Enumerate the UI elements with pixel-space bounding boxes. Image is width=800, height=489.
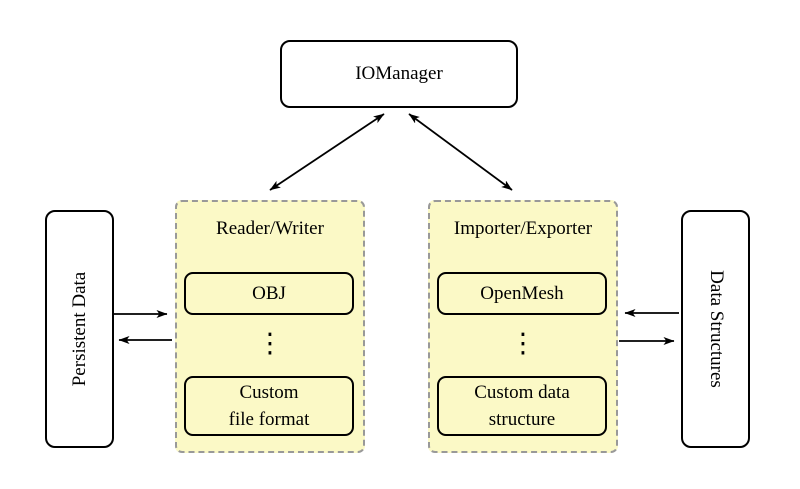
obj-node: OBJ — [184, 272, 354, 315]
openmesh-node: OpenMesh — [437, 272, 607, 315]
importer-exporter-panel: Importer/Exporter OpenMesh ⋮ Custom data… — [428, 200, 618, 453]
vertical-ellipsis-icon: ⋮ — [509, 328, 537, 359]
reader-writer-panel: Reader/Writer OBJ ⋮ Custom file format — [175, 200, 365, 453]
obj-label: OBJ — [252, 283, 286, 304]
iomanager-node: IOManager — [280, 40, 518, 108]
openmesh-label: OpenMesh — [480, 283, 564, 304]
data-structures-label: Data Structures — [705, 270, 727, 388]
custom-data-structure-label: Custom data structure — [474, 382, 570, 430]
persistent-data-node: Persistent Data — [45, 210, 114, 448]
custom-data-structure-node: Custom data structure — [437, 376, 607, 436]
custom-file-format-node: Custom file format — [184, 376, 354, 436]
arrow-iomanager-importerexporter — [408, 113, 513, 191]
custom-file-format-label: Custom file format — [228, 382, 310, 430]
arrow-iomanager-readerwriter — [269, 113, 385, 191]
persistent-data-label: Persistent Data — [68, 271, 90, 387]
reader-writer-title: Reader/Writer — [216, 218, 324, 239]
data-structures-node: Data Structures — [681, 210, 750, 448]
iomanager-label: IOManager — [355, 63, 443, 84]
importer-exporter-title: Importer/Exporter — [453, 218, 593, 239]
vertical-ellipsis-icon: ⋮ — [256, 328, 284, 359]
